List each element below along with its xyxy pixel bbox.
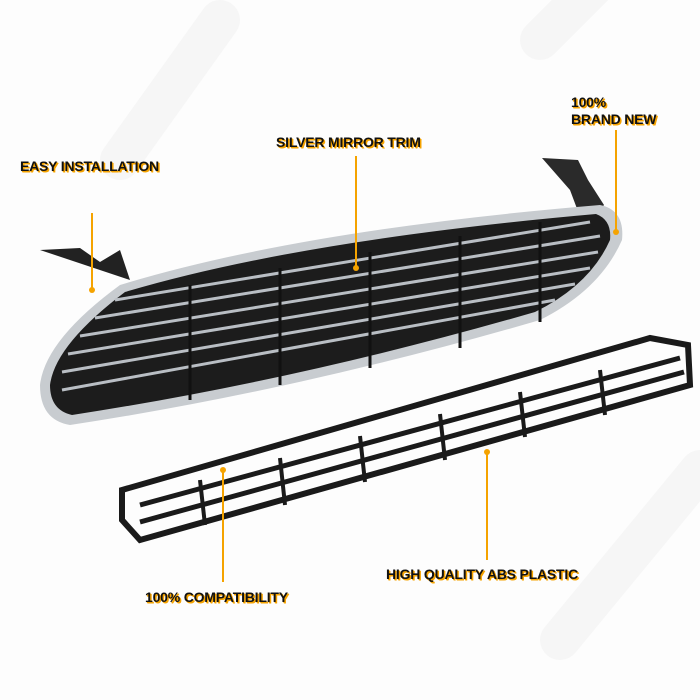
background-pattern xyxy=(100,0,700,660)
label-abs-plastic: HIGH QUALITY ABS PLASTIC xyxy=(386,566,578,582)
label-brand-new-line2: BRAND NEW xyxy=(571,111,657,127)
upper-grille xyxy=(40,158,623,425)
leader-lines xyxy=(91,130,617,582)
label-silver-mirror-trim: SILVER MIRROR TRIM xyxy=(276,134,421,150)
label-brand-new-line1: 100% xyxy=(571,94,607,110)
label-easy-installation: EASY INSTALLATION xyxy=(20,158,159,174)
lower-grille xyxy=(119,334,694,544)
left-mount-bracket xyxy=(40,248,130,280)
label-compatibility: 100% COMPATIBILITY xyxy=(145,589,288,605)
